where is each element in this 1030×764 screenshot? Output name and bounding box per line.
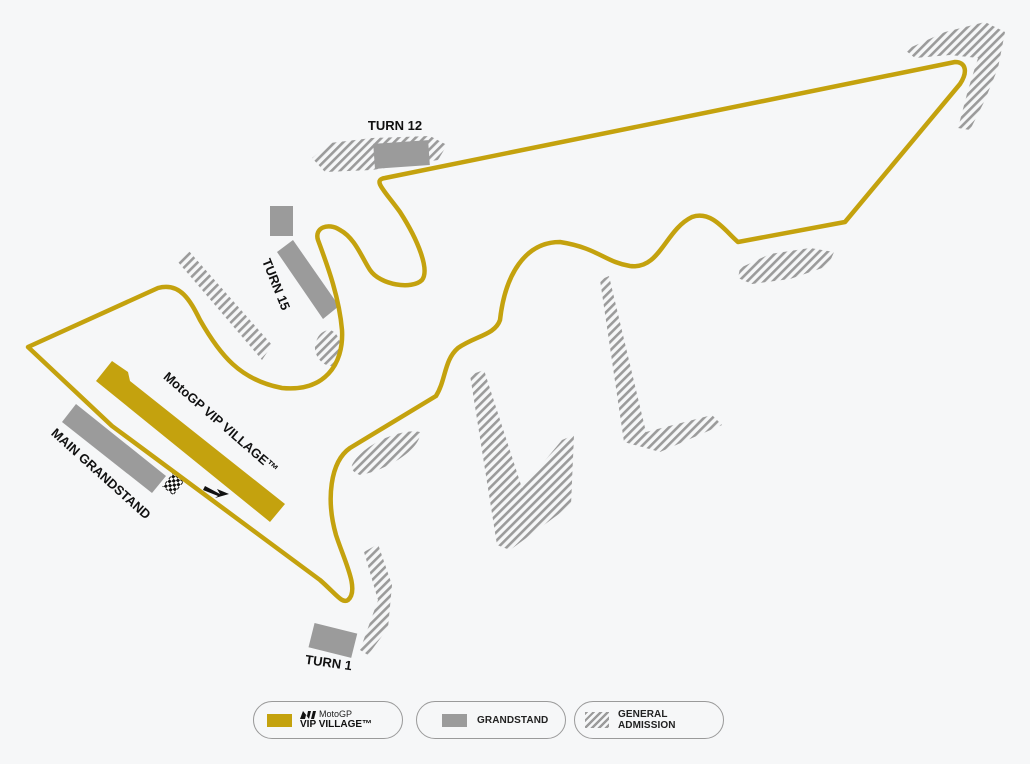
legend-vip-village: MotoGP VIP VILLAGE™ [253,701,403,739]
grandstand-turn15[interactable] [277,240,339,319]
grandstand-turn12[interactable] [373,140,430,169]
legend-vip-text: MotoGP VIP VILLAGE™ [300,710,372,730]
ga-area-turn1[interactable] [360,544,392,655]
motogp-logo-icon [300,710,316,719]
ga-area-turn15-oval[interactable] [314,330,341,366]
legend-vip-brand-text: MotoGP [319,709,353,719]
ga-area-northeast[interactable] [905,22,1005,130]
label-turn-12: TURN 12 [368,118,422,133]
vip-village-area[interactable] [96,361,285,522]
grandstand-main[interactable] [62,404,166,493]
ga-area-east[interactable] [738,248,834,284]
ga-area-center-oval[interactable] [351,431,421,475]
legend-grandstand: GRANDSTAND [416,701,566,739]
grandstand-turn1[interactable] [308,623,358,658]
legend-grandstand-label: GRANDSTAND [477,714,549,726]
grandstands [62,140,430,658]
legend-vip-swatch [267,713,292,727]
general-admission-areas [178,22,1005,655]
race-track [25,59,968,604]
ga-area-west[interactable] [178,250,272,360]
grandstand-turn15-small[interactable] [270,206,293,236]
legend-general-admission-label: GENERAL ADMISSION [617,709,676,731]
direction-arrow-icon [203,486,229,498]
legend-grandstand-swatch [442,713,467,727]
legend-vip-label: VIP VILLAGE™ [300,719,373,730]
legend-general-admission-swatch [585,712,609,728]
legend-general-admission: GENERAL ADMISSION [574,701,724,739]
legend-vip-brand: MotoGP [300,710,372,719]
ga-area-center-wedge[interactable] [470,370,574,550]
label-turn-1: TURN 1 [304,652,353,673]
ga-area-center-right[interactable] [600,276,722,452]
